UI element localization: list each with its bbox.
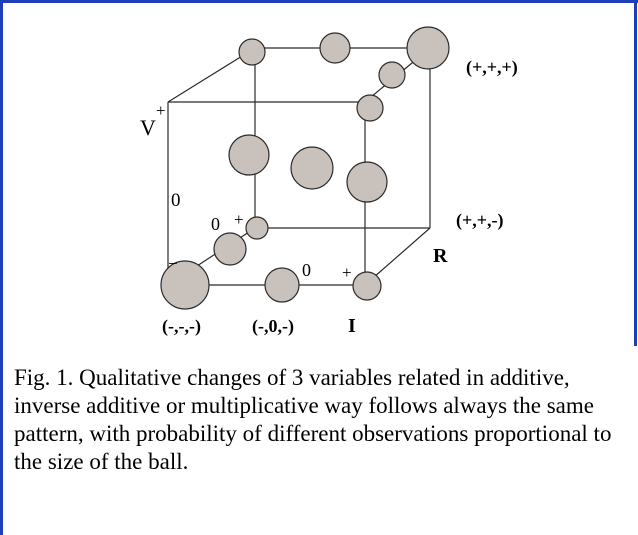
axis-sign-v-minus: − — [168, 254, 178, 273]
axis-sign-i-plus: + — [342, 263, 352, 282]
figure-caption: Fig. 1. Qualitative changes of 3 variabl… — [14, 365, 612, 474]
frame-left-border — [0, 0, 3, 535]
ball-left-mid — [228, 134, 270, 176]
corner-label-mmm: (-,-,-) — [162, 316, 201, 337]
corner-label-m0m: (-,0,-) — [252, 316, 294, 337]
ball-bottom-mid — [264, 267, 300, 303]
corner-labels: (+,+,+) (+,+,-) (-,-,-) (-,0,-) — [162, 57, 518, 337]
ball-center — [290, 146, 334, 190]
ball-corner-mmm — [160, 260, 210, 310]
axis-label-r: R — [433, 245, 448, 267]
ball-back-top-mid — [319, 32, 351, 64]
axis-sign-i-zero: 0 — [302, 260, 311, 280]
corner-label-ppp: (+,+,+) — [466, 57, 518, 78]
axis-sign-r-zero: 0 — [211, 214, 220, 234]
frame-right-border — [634, 0, 637, 346]
axis-sign-v-plus: + — [156, 101, 166, 120]
frame-top-border — [0, 0, 638, 3]
axis-sign-r-plus: + — [234, 210, 244, 229]
axis-sign-v-zero: 0 — [171, 190, 181, 211]
axis-label-i: I — [348, 315, 356, 337]
ball-corner-front-right — [352, 271, 382, 301]
ball-corner-ppp — [406, 26, 450, 70]
ball-diag-upper — [378, 61, 406, 89]
axis-labels: V + 0 − 0 + 0 + R I — [140, 101, 448, 337]
ball-bottom-diag — [213, 232, 247, 266]
ball-back-top-left — [238, 38, 266, 66]
ball-diag-lower — [356, 94, 384, 122]
corner-label-ppm: (+,+,-) — [456, 210, 504, 231]
axis-label-v: V — [140, 115, 156, 140]
ball-right-mid — [346, 161, 388, 203]
ball-back-bottom-left — [245, 216, 269, 240]
probability-balls — [160, 26, 450, 310]
